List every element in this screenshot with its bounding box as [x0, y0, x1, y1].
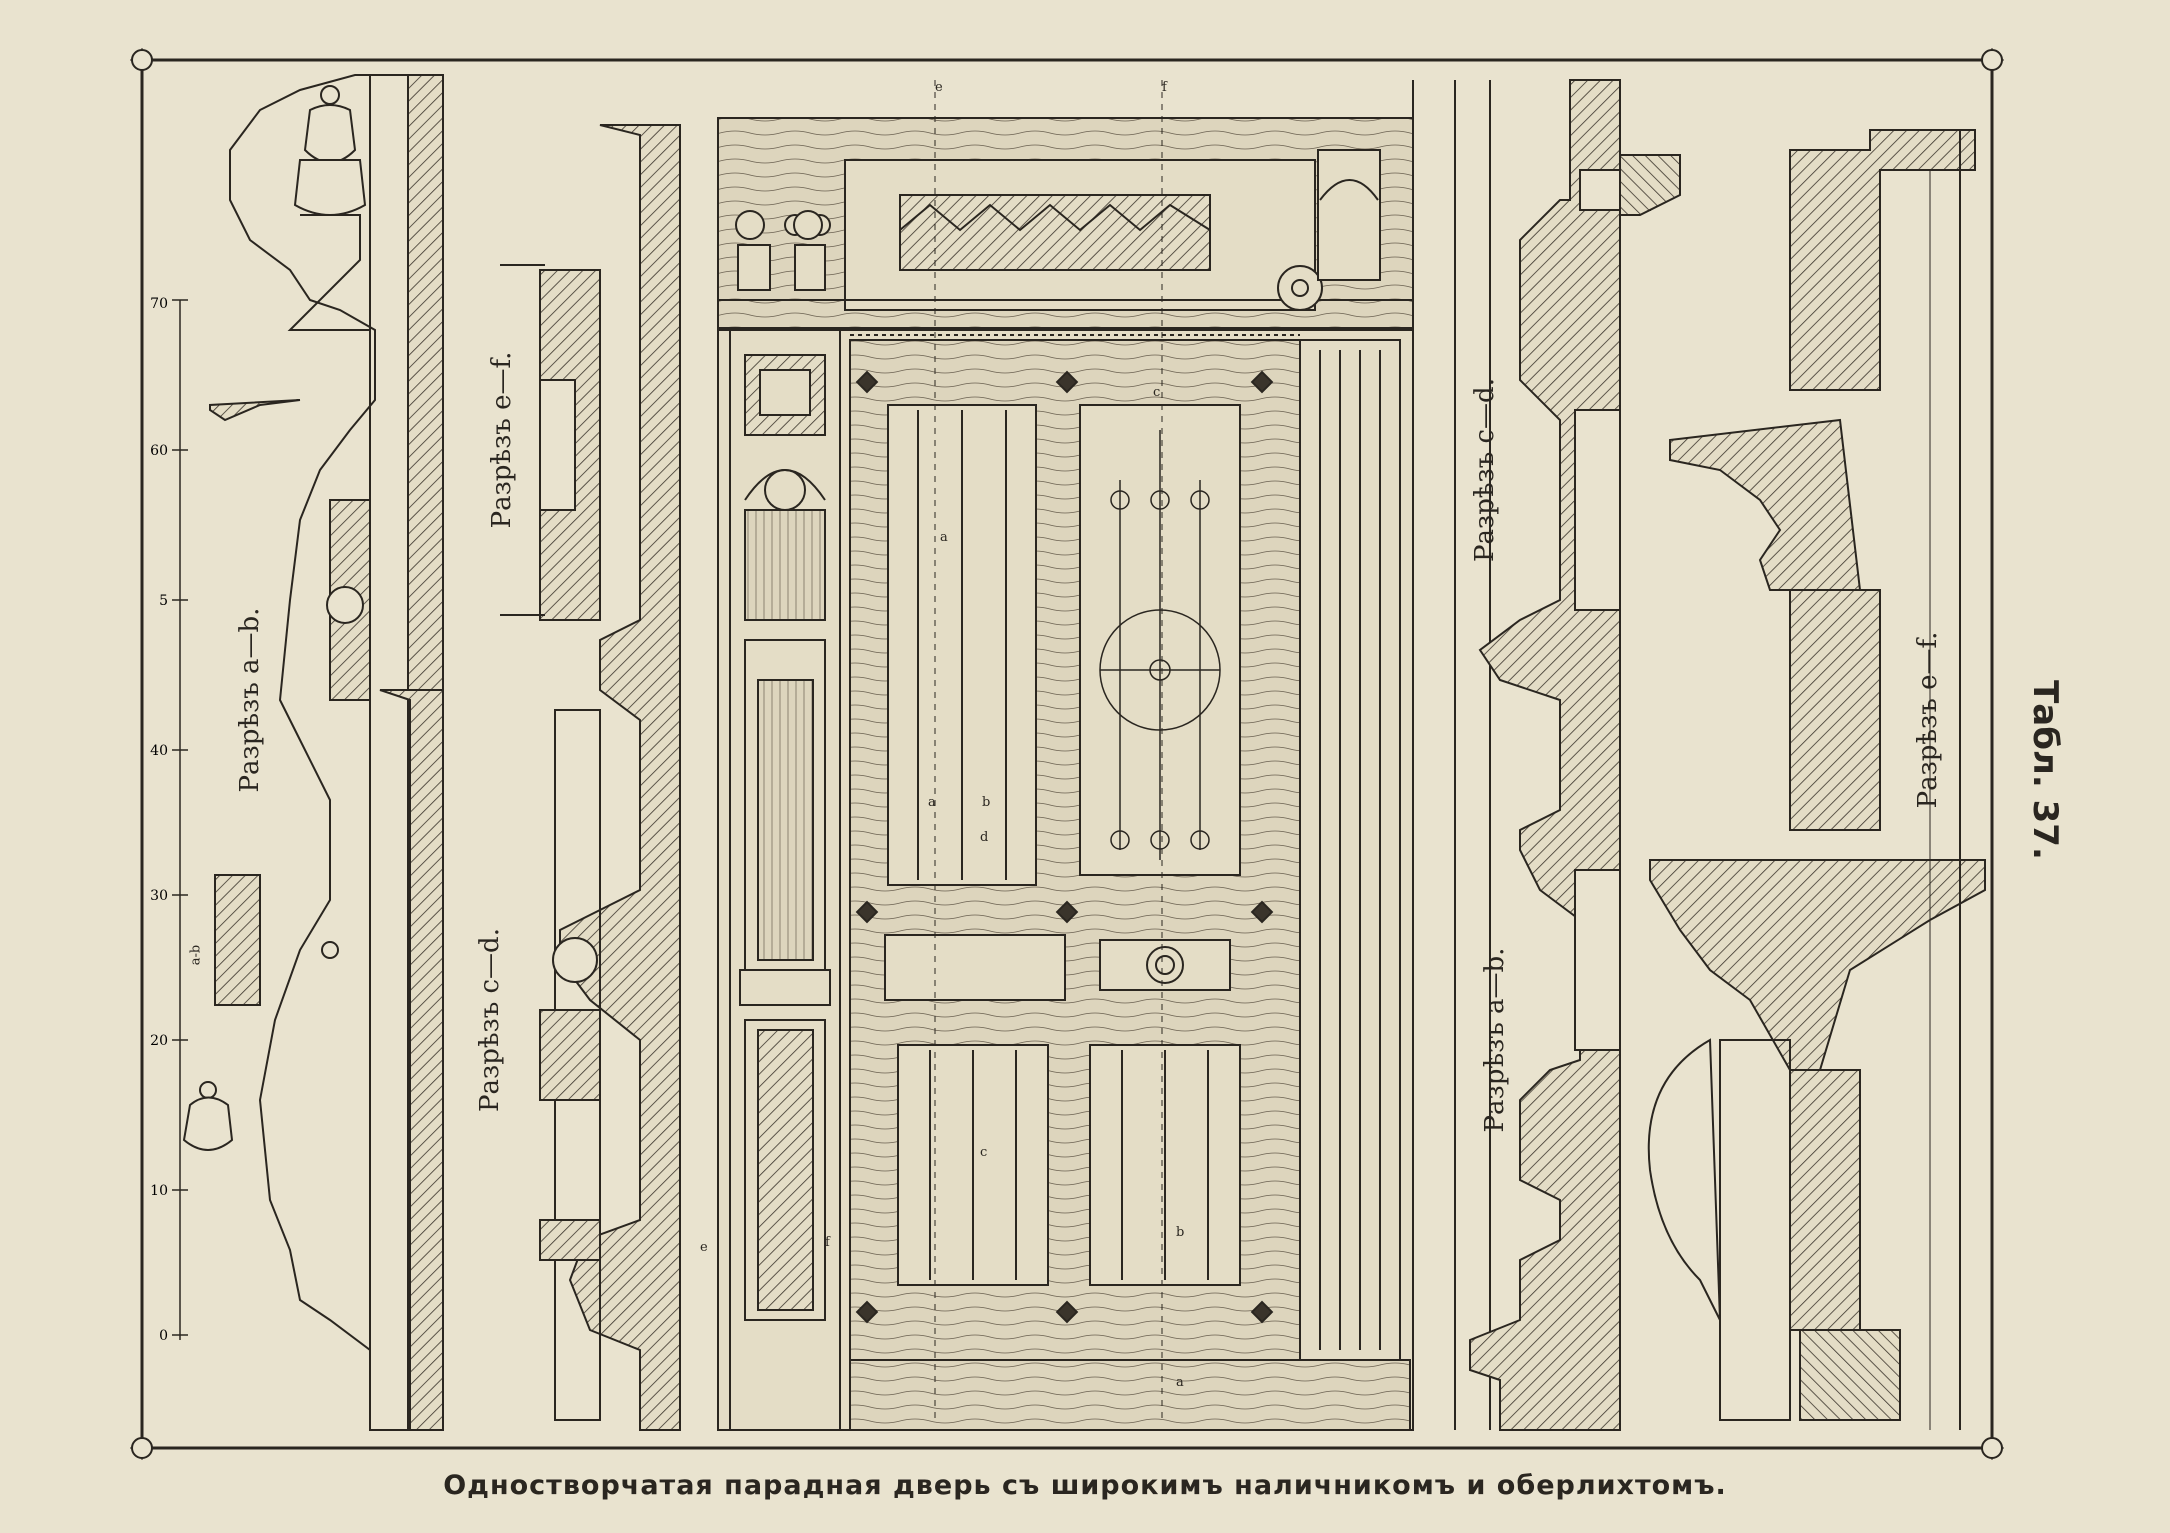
left-section-ef-cd — [500, 124, 681, 1431]
door-letter-b1: b — [982, 795, 991, 810]
door-letter-f2: f — [1162, 80, 1167, 95]
label-section-cd-left: Разрѣзъ c—d. — [475, 928, 505, 1112]
label-section-ab-right: Разрѣзъ a—b. — [1480, 947, 1510, 1133]
scale-tick-70: 70 — [150, 296, 168, 312]
scale-tick-10: 10 — [150, 1183, 168, 1199]
scale-bar — [172, 299, 188, 1340]
door-letter-a2: a — [928, 795, 936, 810]
scale-tick-30: 30 — [150, 888, 168, 904]
plate-number: Табл. 37. — [2025, 680, 2065, 860]
left-section-ab — [182, 74, 444, 1431]
label-inset-ab: a-b — [188, 944, 204, 966]
plate-caption: Одностворчатая парадная дверь съ широким… — [443, 1470, 1727, 1501]
plate-border — [130, 48, 2004, 1460]
door-elevation — [717, 80, 1414, 1431]
scale-tick-0: 0 — [159, 1328, 168, 1344]
door-letter-c2: c — [980, 1145, 988, 1160]
right-section-ef — [1647, 129, 1986, 1430]
scale-tick-5: 5 — [159, 593, 168, 609]
door-letter-b2: b — [1176, 1225, 1185, 1240]
scale-tick-60: 60 — [150, 443, 168, 459]
right-section-cd-ab — [1454, 79, 1681, 1431]
door-letter-d1: d — [980, 830, 989, 845]
label-section-ef-right: Разрѣзъ e—f. — [1913, 631, 1943, 809]
scale-tick-40: 40 — [150, 743, 168, 759]
door-letter-a1: a — [940, 530, 948, 545]
scale-tick-20: 20 — [150, 1033, 168, 1049]
label-section-ef-left: Разрѣзъ e—f. — [487, 351, 517, 529]
door-letter-e1: e — [700, 1240, 708, 1255]
door-letter-a3: a — [1176, 1375, 1184, 1390]
door-letter-c1: c — [1153, 385, 1161, 400]
door-letter-e2: e — [935, 80, 943, 95]
door-letter-f1: f — [825, 1235, 830, 1250]
label-section-cd-right: Разрѣзъ c—d. — [1470, 378, 1500, 562]
label-section-ab-left: Разрѣзъ a—b. — [235, 607, 265, 793]
